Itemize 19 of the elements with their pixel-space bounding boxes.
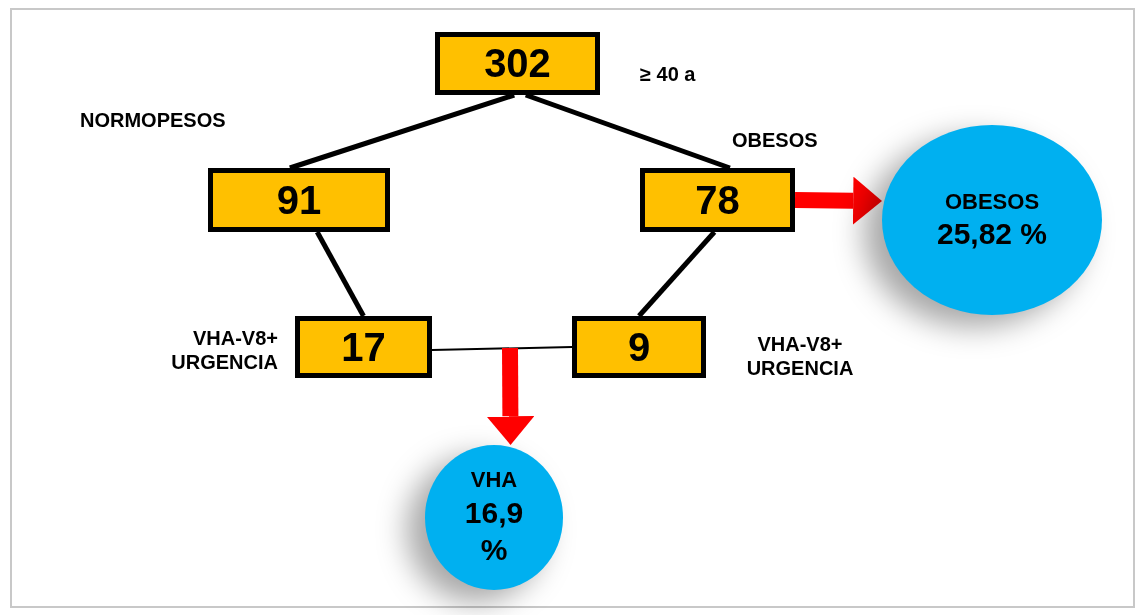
count-box [572, 316, 706, 378]
group-label: OBESOS [732, 128, 818, 152]
count-box [435, 32, 600, 95]
side-label: VHA-V8+ URGENCIA [745, 332, 855, 380]
group-label: NORMOPESOS [80, 108, 226, 132]
count-box [640, 168, 795, 232]
circle-heading: VHA [470, 466, 518, 494]
percent-value: 16,9 % [463, 494, 525, 569]
circle-heading: OBESOS [944, 187, 1040, 215]
count-value: 9 [627, 324, 651, 370]
count-value: 78 [695, 177, 740, 223]
count-value: 91 [276, 177, 322, 223]
count-value: 17 [341, 324, 386, 370]
percent-value: 25,82 % [936, 216, 1048, 252]
count-box [208, 168, 390, 232]
side-label: VHA-V8+ URGENCIA [170, 326, 278, 374]
side-label: ≥ 40 a [640, 62, 697, 86]
count-box [295, 316, 432, 378]
count-value: 302 [484, 41, 551, 86]
